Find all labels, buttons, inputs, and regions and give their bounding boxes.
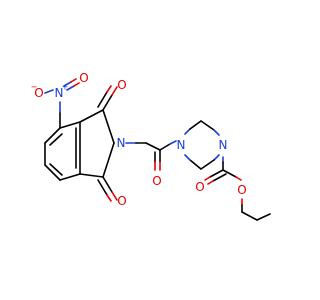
bonds — [44, 78, 271, 221]
charge-plus: + — [62, 83, 69, 92]
charge-minus: − — [31, 83, 38, 92]
atom-o-imide-bottom: O — [117, 194, 126, 208]
atom-o-nitro-a: O — [34, 86, 43, 100]
atom-labels: O − N + O O N O O N N O O — [31, 71, 247, 208]
atom-o-imide-top: O — [117, 78, 126, 92]
molecule-structure: O − N + O O N O O N N O O — [31, 71, 271, 221]
atom-o-amide: O — [152, 174, 161, 188]
atom-n-piperazine-right: N — [219, 138, 228, 152]
atom-n-imide: N — [117, 136, 126, 150]
atom-n-nitro: N — [55, 86, 64, 100]
atom-o-nitro-b: O — [79, 71, 88, 85]
atom-o-carbonyl: O — [195, 180, 204, 194]
atom-o-ester: O — [237, 183, 246, 197]
atom-n-piperazine-left: N — [177, 138, 186, 152]
